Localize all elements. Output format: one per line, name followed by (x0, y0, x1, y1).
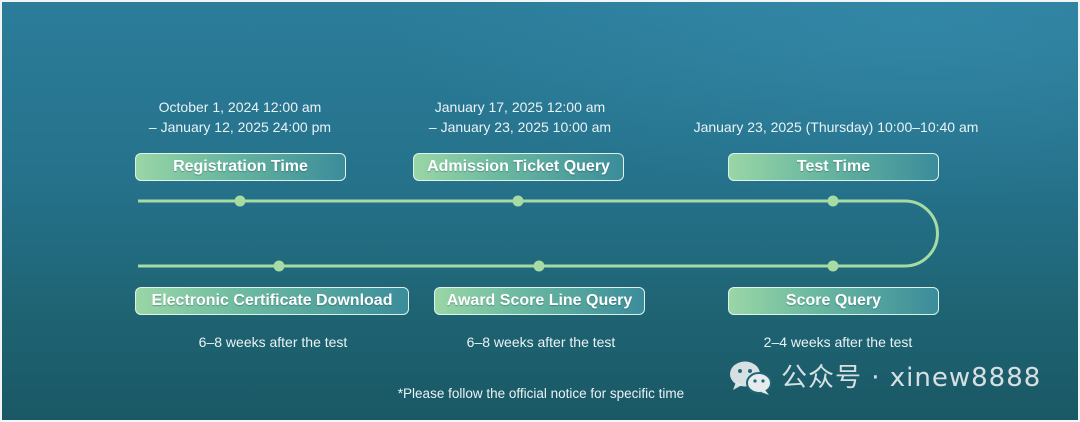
footnote: *Please follow the official notice for s… (397, 386, 685, 401)
timeline-dot-test-time (827, 195, 839, 207)
time-range-start: January 23, 2025 (Thursday) 10:00–10:40 … (693, 119, 979, 135)
time-range-end: – January 12, 2025 24:00 pm (148, 119, 332, 135)
step-label-score-query: Score Query (728, 287, 939, 315)
step-label-registration-time: Registration Time (135, 153, 346, 181)
timeline-path (138, 199, 939, 268)
step-label-admission-ticket-query: Admission Ticket Query (413, 153, 624, 181)
time-range-end: – January 23, 2025 10:00 am (428, 119, 612, 135)
wechat-icon (730, 361, 772, 395)
award-score-line-timing-note: 6–8 weeks after the test (466, 334, 616, 350)
registration-time-range: October 1, 2024 12:00 am – January 12, 2… (80, 97, 400, 137)
score-query-timing-note: 2–4 weeks after the test (763, 334, 913, 350)
timeline-dot-admission-ticket (512, 195, 524, 207)
timeline-dot-score-query (827, 260, 839, 272)
timeline-dot-award-score-line (533, 260, 545, 272)
time-range-start: October 1, 2024 12:00 am (158, 99, 322, 115)
watermark: 公众号 · xinew8888 (729, 360, 1041, 396)
timeline-dot-registration (234, 195, 246, 207)
timeline-dot-certificate (273, 260, 285, 272)
step-label-electronic-certificate-download: Electronic Certificate Download (135, 287, 409, 315)
certificate-timing-note: 6–8 weeks after the test (198, 334, 348, 350)
watermark-text: 公众号 · xinew8888 (781, 363, 1042, 393)
admission-ticket-time-range: January 17, 2025 12:00 am – January 23, … (360, 97, 680, 137)
test-time-range: January 23, 2025 (Thursday) 10:00–10:40 … (676, 117, 996, 137)
step-label-award-score-line-query: Award Score Line Query (434, 287, 645, 315)
step-label-test-time: Test Time (728, 153, 939, 181)
time-range-start: January 17, 2025 12:00 am (434, 99, 606, 115)
